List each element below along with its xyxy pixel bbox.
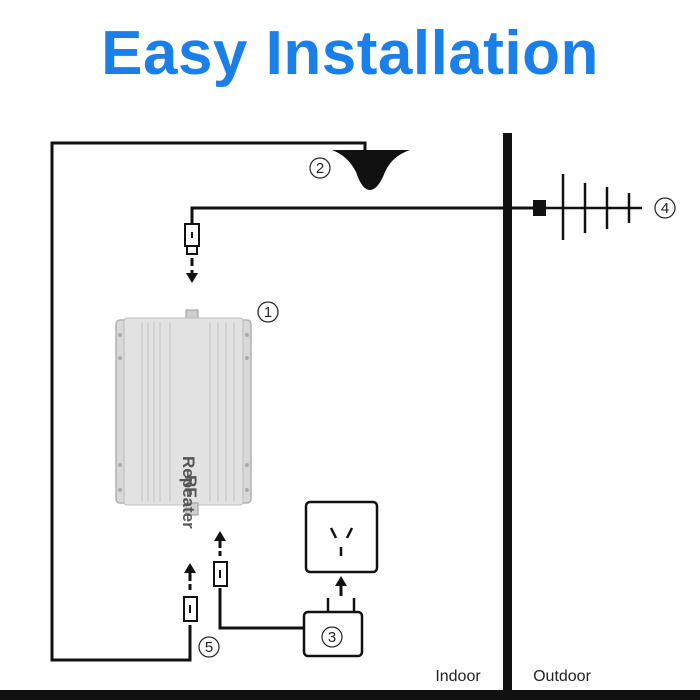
repeater-label: Repeater bbox=[179, 456, 198, 529]
marker-3-circle bbox=[321, 626, 343, 648]
indoor-antenna-icon bbox=[332, 150, 410, 190]
outdoor-antenna-cable bbox=[190, 206, 540, 225]
signal-connector-icon bbox=[183, 596, 198, 622]
indoor-label: Indoor bbox=[435, 668, 481, 685]
marker-4-circle bbox=[654, 197, 676, 219]
wall-divider bbox=[503, 133, 512, 693]
top-connector-icon bbox=[184, 223, 200, 255]
marker-5: 5 bbox=[205, 639, 213, 656]
floor-line bbox=[0, 690, 700, 700]
up-arrow-power-icon bbox=[214, 531, 226, 556]
outdoor-label: Outdoor bbox=[533, 668, 591, 685]
marker-1: 1 bbox=[264, 304, 272, 321]
marker-5-circle bbox=[198, 636, 220, 658]
power-cable bbox=[218, 588, 305, 630]
marker-1-circle bbox=[257, 301, 279, 323]
indoor-antenna-cable bbox=[50, 141, 367, 662]
marker-3: 3 bbox=[328, 629, 336, 646]
power-connector-icon bbox=[213, 561, 228, 587]
marker-4: 4 bbox=[661, 200, 669, 217]
page-title: Easy Installation bbox=[101, 19, 599, 88]
up-arrow-signal-icon bbox=[184, 563, 196, 590]
marker-2: 2 bbox=[316, 160, 324, 177]
power-adapter-icon bbox=[302, 598, 364, 658]
up-arrow-outlet-icon bbox=[335, 576, 347, 596]
repeater-brand: RF bbox=[181, 475, 200, 498]
outdoor-antenna-icon bbox=[533, 174, 642, 240]
repeater-device bbox=[115, 309, 252, 516]
down-arrow-icon bbox=[186, 258, 198, 283]
marker-2-circle bbox=[309, 157, 331, 179]
wall-outlet-icon bbox=[304, 500, 379, 574]
